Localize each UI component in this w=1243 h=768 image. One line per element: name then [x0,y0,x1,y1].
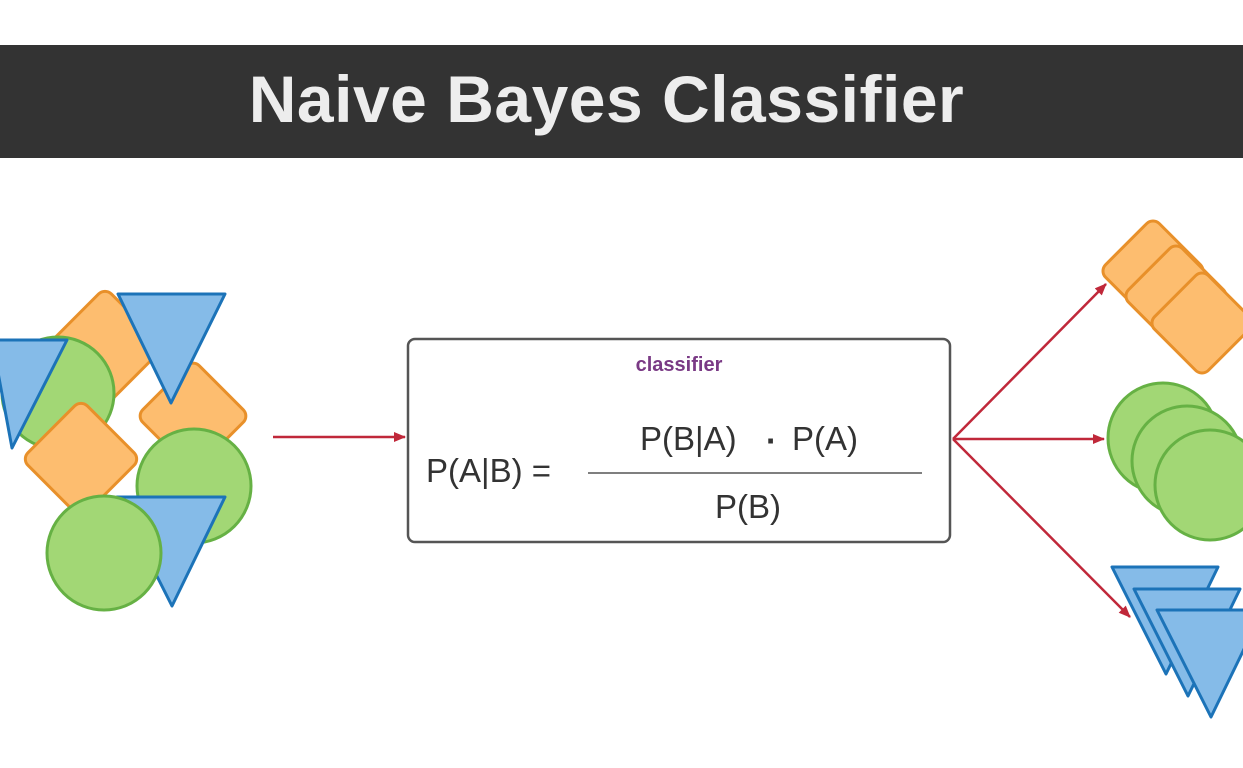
output-arrow-up [952,283,1107,440]
output-blue-triangles [1110,565,1243,719]
formula-denominator: P(B) [715,488,781,525]
formula-dot: · [766,422,777,459]
output-arrows [952,283,1131,618]
title-banner: Naive Bayes Classifier [0,45,1243,158]
green-circle-shape [45,494,163,612]
blue-triangle-shape [0,338,69,450]
output-arrow-down [952,438,1131,618]
formula-numerator-left: P(B|A) [640,420,737,457]
orange-square-shape [23,401,139,517]
formula-numerator-right: P(A) [792,420,858,457]
output-green-circles [1106,381,1243,542]
output-orange-squares [1101,219,1243,375]
input-mixed-shapes [0,289,253,612]
page-title: Naive Bayes Classifier [248,61,965,136]
blue-triangle-shape [116,292,227,405]
formula-lhs: P(A|B) = [426,452,551,489]
classifier-label: classifier [636,354,723,376]
classifier-box: classifier P(A|B) = P(B|A) · P(A) P(B) [406,337,952,544]
